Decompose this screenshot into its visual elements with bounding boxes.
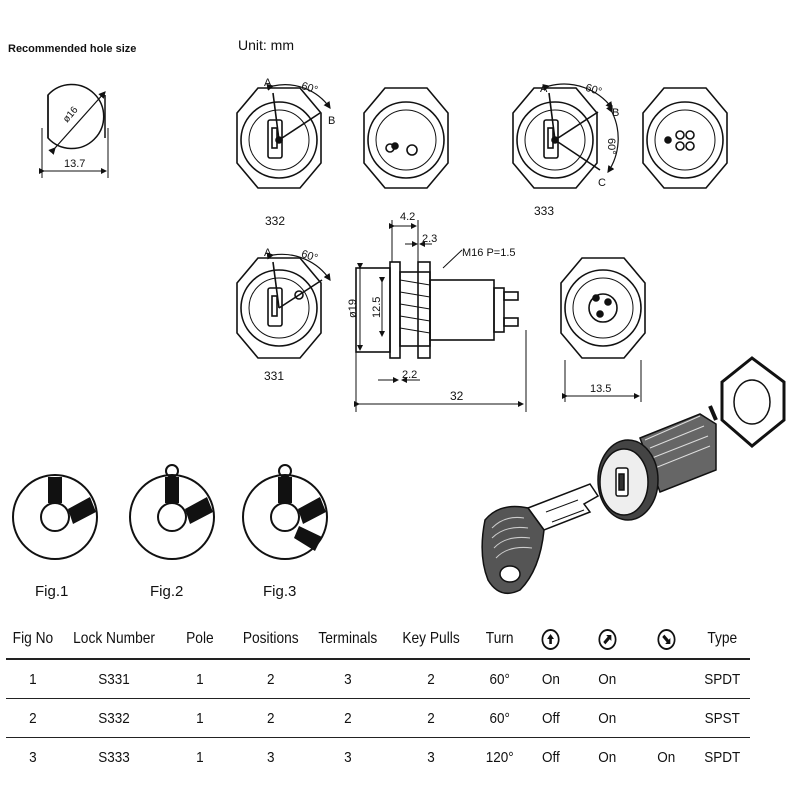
thread-label: M16 P=1.5	[462, 247, 516, 259]
angle-333-a: 60°	[584, 82, 604, 99]
cell-terminals: 2	[313, 698, 384, 738]
cell-lock-number: S331	[65, 659, 163, 699]
cell-pos-down-right: On	[657, 748, 676, 766]
cell-type: SPDT	[698, 659, 748, 699]
cell-pole: 1	[171, 659, 229, 699]
cell-terminals: 3	[313, 659, 384, 699]
cell-positions: 3	[266, 748, 275, 766]
hole-width-label: 13.7	[64, 158, 85, 170]
cell-type: SPDT	[704, 748, 741, 766]
header-type: Type	[699, 620, 747, 660]
header-up	[528, 620, 575, 660]
pos-b-333: B	[612, 107, 619, 119]
cell-pos-up-right: On	[598, 748, 617, 766]
dim-2-3: 2.3	[422, 233, 437, 245]
unit-label: Unit: mm	[238, 37, 294, 53]
cell-positions: 2	[235, 698, 306, 738]
cell-turn: 60°	[477, 698, 522, 738]
header-lock-number: Lock Number	[67, 620, 161, 660]
dim-19: ø19	[347, 299, 359, 318]
spec-table: Fig No Lock Number Pole Positions Termin…	[6, 620, 750, 776]
header-terminals: Terminals	[314, 620, 382, 660]
cell-fig-no: 2	[8, 698, 58, 738]
fig-333-label: 333	[534, 204, 554, 218]
dim-12-5: 12.5	[371, 297, 383, 318]
key-switch-illustration	[481, 356, 786, 595]
arrow-down-right-icon	[657, 628, 676, 650]
cell-pos-up: On	[527, 659, 576, 699]
cell-pos-up-right: On	[581, 698, 634, 738]
recommended-hole-label: Recommended hole size	[8, 43, 136, 55]
pos-c-333: C	[598, 177, 606, 189]
cell-pos-down-right	[639, 659, 693, 699]
cell-type: SPST	[698, 698, 748, 738]
cell-positions: 2	[235, 659, 306, 699]
header-positions: Positions	[237, 620, 304, 660]
cell-turn: 60°	[477, 659, 522, 699]
side-view	[354, 220, 527, 412]
cell-key-pulls: 2	[391, 659, 471, 699]
switch-face-331	[236, 252, 331, 359]
pos-b-332: B	[328, 115, 335, 127]
cell-pos-up: Off	[527, 698, 576, 738]
dim-13-5: 13.5	[590, 383, 611, 395]
dim-32: 32	[450, 389, 464, 403]
cell-terminals: 3	[344, 748, 352, 766]
cell-turn: 120°	[485, 748, 514, 766]
fig3-symbol	[242, 464, 328, 560]
dim-2-2: 2.2	[402, 369, 417, 381]
cell-fig-no: 1	[8, 659, 58, 699]
cell-fig-no: 3	[29, 748, 37, 766]
back-face-333	[642, 87, 728, 189]
cell-pos-up: Off	[542, 748, 561, 766]
cell-lock-number: S333	[98, 748, 130, 766]
cell-pos-up-right: On	[581, 659, 634, 699]
header-fig-no: Fig No	[9, 620, 57, 660]
header-down-right	[640, 620, 692, 660]
fig2-label: Fig.2	[150, 583, 183, 600]
header-key-pulls: Key Pulls	[393, 620, 469, 660]
cell-key-pulls: 2	[391, 698, 471, 738]
angle-333-b: 60°	[605, 138, 617, 155]
header-pole: Pole	[172, 620, 228, 660]
header-up-right	[582, 620, 633, 660]
fig-332-label: 332	[265, 214, 285, 228]
arrow-up-icon	[542, 628, 561, 650]
hole-size-diagram	[39, 83, 109, 178]
angle-332: 60°	[300, 80, 320, 97]
cell-lock-number: S332	[65, 698, 163, 738]
cell-key-pulls: 3	[427, 748, 435, 766]
pos-a-333: A	[540, 83, 548, 95]
rear-view	[560, 257, 646, 402]
fig1-symbol	[12, 474, 98, 560]
fig3-label: Fig.3	[263, 583, 296, 600]
cell-pole: 1	[171, 698, 229, 738]
angle-331: 60°	[300, 248, 320, 265]
pos-a-332: A	[264, 77, 272, 89]
back-face-332	[363, 87, 449, 189]
pos-a-331: A	[264, 247, 272, 259]
dim-4-2: 4.2	[400, 211, 415, 223]
header-turn: Turn	[478, 620, 521, 660]
table-row: 3 S333 1 3 3 3 120° Off On On SPDT	[6, 738, 750, 777]
switch-face-332	[236, 83, 331, 189]
fig-331-label: 331	[264, 369, 284, 383]
technical-drawing: Recommended hole size Unit: mm ø16 13.7 …	[8, 37, 786, 600]
table-row: 1 S331 1 2 3 2 60° On On SPDT	[6, 659, 750, 699]
cell-pole: 1	[196, 748, 204, 766]
cell-pos-down-right	[639, 698, 693, 738]
fig1-label: Fig.1	[35, 583, 68, 600]
table-header-row: Fig No Lock Number Pole Positions Termin…	[6, 620, 750, 660]
fig2-symbol	[129, 464, 215, 560]
table-row: 2 S332 1 2 2 2 60° Off On SPST	[6, 698, 750, 738]
switch-face-333	[512, 83, 619, 189]
arrow-up-right-icon	[598, 628, 617, 650]
